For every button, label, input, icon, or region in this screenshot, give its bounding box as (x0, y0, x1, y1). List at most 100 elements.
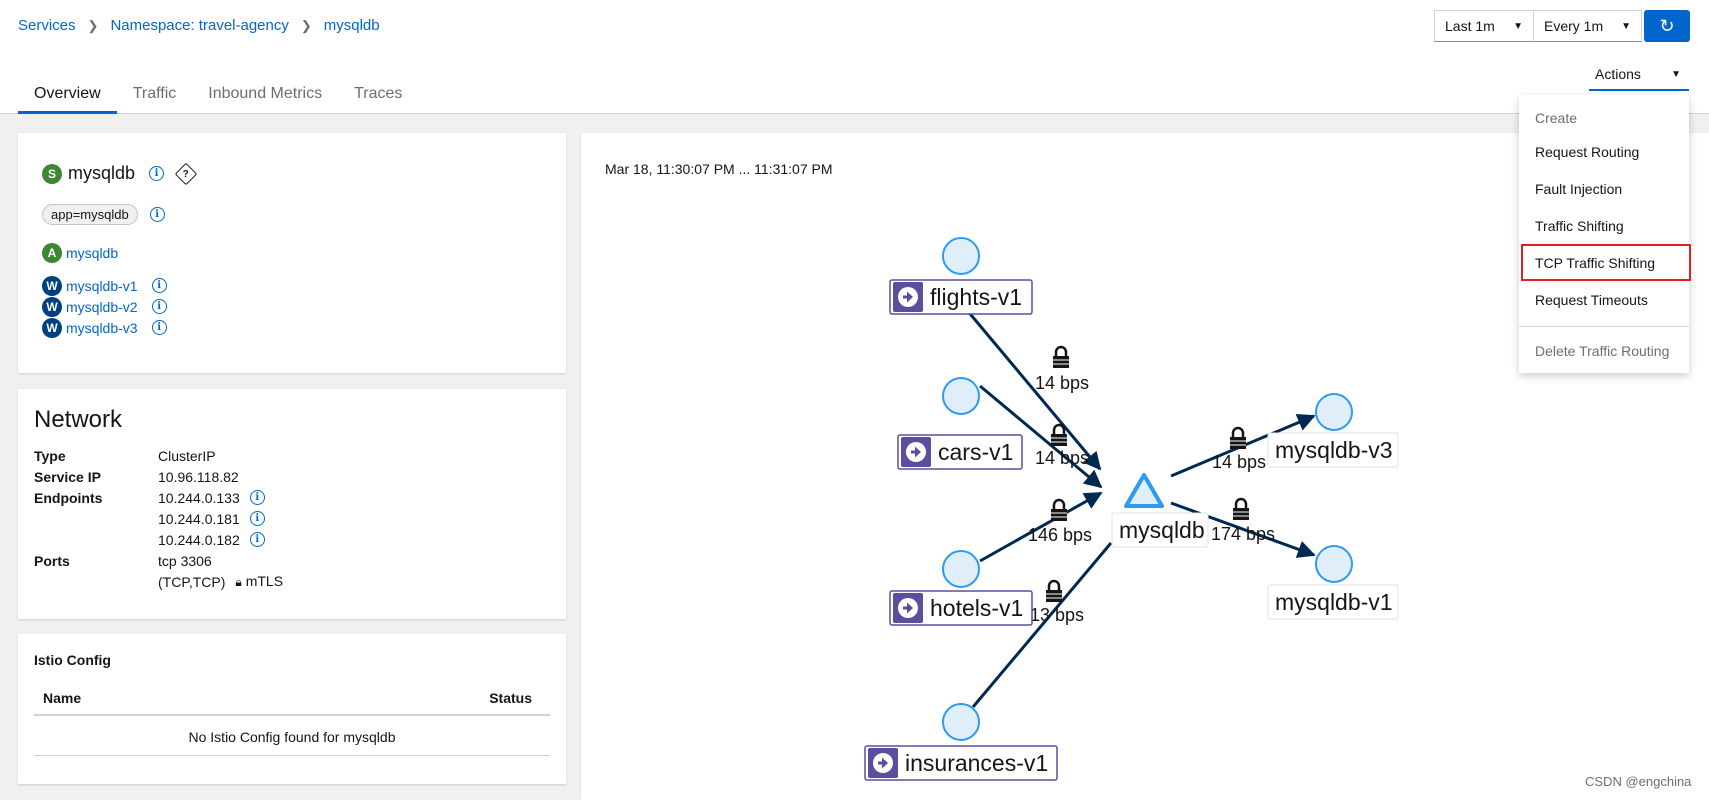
tab-traces[interactable]: Traces (354, 85, 403, 102)
network-value: ClusterIP (158, 447, 216, 464)
validation-icon[interactable]: ? (174, 162, 198, 185)
menu-item-request-timeouts[interactable]: Request Timeouts (1535, 291, 1648, 308)
actions-button[interactable]: Actions ▼ (1589, 59, 1689, 91)
app-link[interactable]: mysqldb (66, 245, 119, 261)
duration-value: Last 1m (1445, 18, 1495, 34)
edge-v1[interactable] (1170, 501, 1316, 558)
caret-down-icon: ▼ (1621, 20, 1631, 32)
node-mysqldb-v3[interactable]: mysqldb-v3 (1267, 393, 1399, 468)
actions-label: Actions (1595, 66, 1641, 82)
chevron-right-icon: ❯ (300, 17, 312, 33)
app-badge: A (42, 243, 62, 263)
menu-item-tcp-traffic-shifting[interactable]: TCP Traffic Shifting (1521, 244, 1691, 281)
endpoint-ip: 10.244.0.182 (158, 531, 240, 548)
mtls-indicator: 🔒︎ mTLS (235, 573, 283, 590)
istio-config-card: Istio Config Name Status No Istio Config… (18, 634, 566, 784)
network-key: Endpoints (34, 489, 103, 506)
workload-link[interactable]: mysqldb-v3 (66, 319, 138, 336)
node-mysqldb-service[interactable]: mysqldb (1111, 473, 1209, 548)
network-card: Network Type ClusterIP Service IP 10.96.… (18, 389, 566, 619)
edge-flights[interactable] (959, 302, 1102, 471)
breadcrumb-namespace[interactable]: Namespace: travel-agency (110, 17, 289, 34)
lock-icon (1049, 498, 1069, 523)
network-row: Ports tcp 3306 (34, 550, 283, 571)
refresh-button[interactable]: ↻ (1644, 10, 1690, 42)
info-icon[interactable]: i (151, 299, 167, 314)
info-icon[interactable]: i (151, 320, 167, 335)
refresh-icon: ↻ (1659, 15, 1675, 36)
lock-icon (1044, 579, 1064, 604)
node-mysqldb-v1[interactable]: mysqldb-v1 (1267, 545, 1399, 620)
refresh-interval-select[interactable]: Every 1m ▼ (1534, 10, 1642, 42)
time-controls: Last 1m ▼ Every 1m ▼ ↻ (1434, 10, 1690, 42)
breadcrumb-service[interactable]: mysqldb (323, 17, 380, 34)
service-title: S mysqldb i ? (42, 162, 198, 185)
istio-table-header: Name Status (34, 682, 550, 716)
workload-link[interactable]: mysqldb-v1 (66, 277, 138, 294)
node-label: mysqldb-v1 (1275, 589, 1393, 615)
info-icon[interactable]: i (249, 490, 265, 505)
istio-empty-state: No Istio Config found for mysqldb (34, 718, 550, 756)
edge-cars[interactable] (979, 384, 1103, 489)
network-key: Service IP (34, 468, 101, 485)
network-value: tcp 3306 (158, 552, 212, 569)
node-label: insurances-v1 (905, 750, 1048, 776)
ingress-icon (901, 437, 931, 467)
edge-insurances[interactable] (971, 542, 1113, 708)
info-icon[interactable]: i (249, 532, 265, 547)
lock-icon: 🔒︎ (235, 575, 242, 589)
tab-inbound-metrics[interactable]: Inbound Metrics (208, 85, 323, 102)
workload-link[interactable]: mysqldb-v2 (66, 298, 138, 315)
column-name[interactable]: Name (43, 690, 82, 706)
info-icon[interactable]: i (149, 207, 165, 222)
lock-icon (1231, 497, 1251, 522)
mtls-label: mTLS (245, 573, 284, 589)
actions-menu: Create Request Routing Fault Injection T… (1519, 95, 1691, 373)
lock-icon (1051, 345, 1071, 370)
tab-traffic[interactable]: Traffic (132, 85, 177, 102)
network-row: Type ClusterIP (34, 445, 283, 466)
app-row: A mysqldb (42, 243, 118, 263)
workload-badge: W (42, 275, 62, 296)
column-status[interactable]: Status (489, 690, 532, 706)
endpoint-ip: 10.244.0.181 (158, 510, 240, 527)
info-icon[interactable]: i (149, 166, 165, 181)
menu-item-fault-injection[interactable]: Fault Injection (1535, 180, 1623, 197)
endpoint-value: 10.244.0.182 i (158, 532, 265, 548)
menu-item-request-routing[interactable]: Request Routing (1535, 143, 1640, 160)
port-protocol: (TCP,TCP) 🔒︎ mTLS (158, 573, 283, 590)
node-cars-v1[interactable]: cars-v1 (897, 377, 1023, 470)
node-hotels-v1[interactable]: hotels-v1 (889, 550, 1033, 626)
graph-time-range: Mar 18, 11:30:07 PM ... 11:31:07 PM (605, 161, 833, 177)
rate-label: 13 bps (1030, 605, 1084, 625)
ingress-icon (893, 593, 923, 623)
node-label: mysqldb-v3 (1275, 437, 1393, 463)
network-row: Service IP 10.96.118.82 (34, 466, 283, 487)
node-label: cars-v1 (938, 439, 1013, 465)
service-name: mysqldb (68, 163, 136, 183)
menu-item-traffic-shifting[interactable]: Traffic Shifting (1535, 217, 1624, 234)
duration-select[interactable]: Last 1m ▼ (1434, 10, 1534, 42)
service-description-card: S mysqldb i ? app=mysqldb i A mysqldb W … (18, 133, 566, 373)
breadcrumb-services[interactable]: Services (18, 17, 76, 34)
workload-list: W mysqldb-v1 i W mysqldb-v2 i W mysqldb-… (42, 275, 167, 338)
istio-config-title: Istio Config (34, 652, 111, 668)
node-label: mysqldb (1119, 517, 1205, 543)
caret-down-icon: ▼ (1671, 68, 1681, 80)
tab-bar: Overview Traffic Inbound Metrics Traces (18, 70, 418, 114)
caret-down-icon: ▼ (1513, 20, 1523, 32)
node-insurances-v1[interactable]: insurances-v1 (864, 703, 1058, 781)
network-value: 10.96.118.82 (158, 468, 239, 485)
node-label: flights-v1 (930, 284, 1022, 310)
node-flights-v1[interactable]: flights-v1 (889, 237, 1033, 315)
service-badge: S (42, 163, 62, 184)
edge-hotels[interactable] (979, 491, 1103, 563)
page-header: Services ❯ Namespace: travel-agency ❯ my… (0, 0, 1709, 114)
network-key: Type (34, 447, 66, 464)
tab-overview[interactable]: Overview (18, 70, 117, 114)
info-icon[interactable]: i (151, 278, 167, 293)
info-icon[interactable]: i (249, 511, 265, 526)
network-key: Ports (34, 552, 70, 569)
rate-label: 14 bps (1212, 452, 1266, 472)
